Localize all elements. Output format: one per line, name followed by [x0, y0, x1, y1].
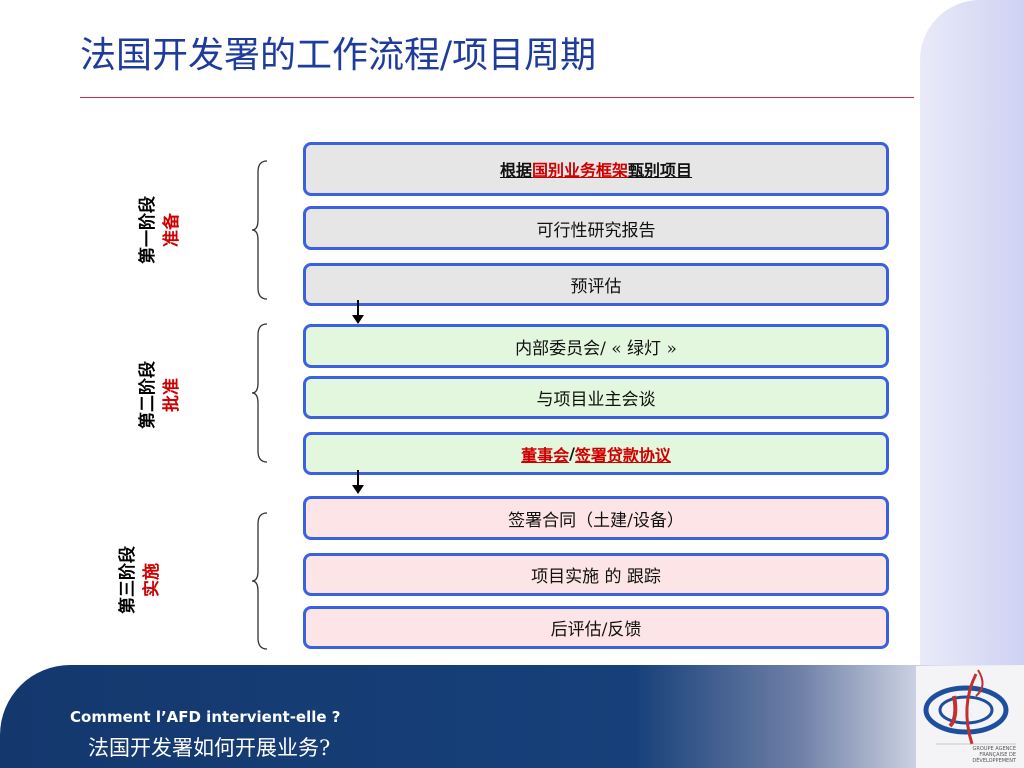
step-owner-meeting: 与项目业主会谈: [303, 376, 889, 419]
stage-3-name: 第三阶段: [118, 546, 138, 614]
stage-3-brace: [251, 512, 268, 650]
stage-2-label: 第二阶段 批准: [130, 330, 190, 460]
step-1-post: 甄别项目: [628, 161, 693, 180]
stage-2-brace: [251, 323, 268, 463]
stage-1-label: 第一阶段 准备: [130, 160, 190, 300]
arrow-stage1-to-stage2: [352, 300, 364, 324]
step-2-text: 可行性研究报告: [536, 220, 656, 241]
step-1-pre: 根据: [499, 161, 532, 180]
step-post-evaluation: 后评估/反馈: [303, 606, 889, 649]
step-internal-committee: 内部委员会/ « 绿灯 »: [303, 324, 889, 368]
step-6-sep: /: [569, 444, 575, 463]
stage-3-sub: 实施: [142, 563, 162, 597]
step-feasibility-study: 可行性研究报告: [303, 206, 889, 250]
afd-logo-icon: GROUPE AGENCE FRANÇAISE DE DÉVELOPPEMENT: [916, 666, 1024, 768]
step-7-text: 签署合同（土建/设备）: [508, 510, 684, 531]
stage-1-sub: 准备: [162, 213, 182, 247]
arrow-stage2-to-stage3: [352, 470, 364, 494]
step-identify-project: 根据国别业务框架甄别项目: [303, 142, 889, 196]
step-3-text: 预评估: [570, 277, 622, 297]
footer-chinese-text: 法国开发署如何开展业务?: [88, 736, 331, 760]
footer-french-text: Comment l’AFD intervient-elle ?: [70, 708, 341, 726]
right-decoration-strip: [920, 0, 1024, 768]
step-implementation-tracking: 项目实施 的 跟踪: [303, 553, 889, 596]
step-1-highlight: 国别业务框架: [531, 161, 628, 180]
step-5-text: 与项目业主会谈: [536, 390, 656, 410]
stage-1-brace: [251, 160, 268, 300]
step-4-text: 内部委员会/ « 绿灯 »: [515, 338, 677, 359]
footer-band: [0, 665, 1024, 768]
stage-3-label: 第三阶段 实施: [110, 515, 170, 645]
step-board-loan-agreement: 董事会/签署贷款协议: [303, 432, 889, 475]
title-underline: [80, 97, 914, 98]
svg-text:FRANÇAISE DE: FRANÇAISE DE: [979, 752, 1016, 758]
step-sign-contracts: 签署合同（土建/设备）: [303, 496, 889, 540]
step-6-board: 董事会: [521, 445, 570, 465]
step-8-text: 项目实施 的 跟踪: [531, 567, 661, 587]
stage-2-name: 第二阶段: [138, 361, 158, 429]
svg-text:GROUPE AGENCE: GROUPE AGENCE: [973, 746, 1016, 752]
stage-1-name: 第一阶段: [138, 196, 158, 264]
step-6-loan: 签署贷款协议: [574, 445, 671, 465]
svg-text:DÉVELOPPEMENT: DÉVELOPPEMENT: [972, 756, 1017, 764]
stage-2-sub: 批准: [162, 378, 182, 412]
page-title: 法国开发署的工作流程/项目周期: [80, 35, 597, 76]
step-pre-appraisal: 预评估: [303, 263, 889, 306]
step-9-text: 后评估/反馈: [550, 620, 642, 640]
